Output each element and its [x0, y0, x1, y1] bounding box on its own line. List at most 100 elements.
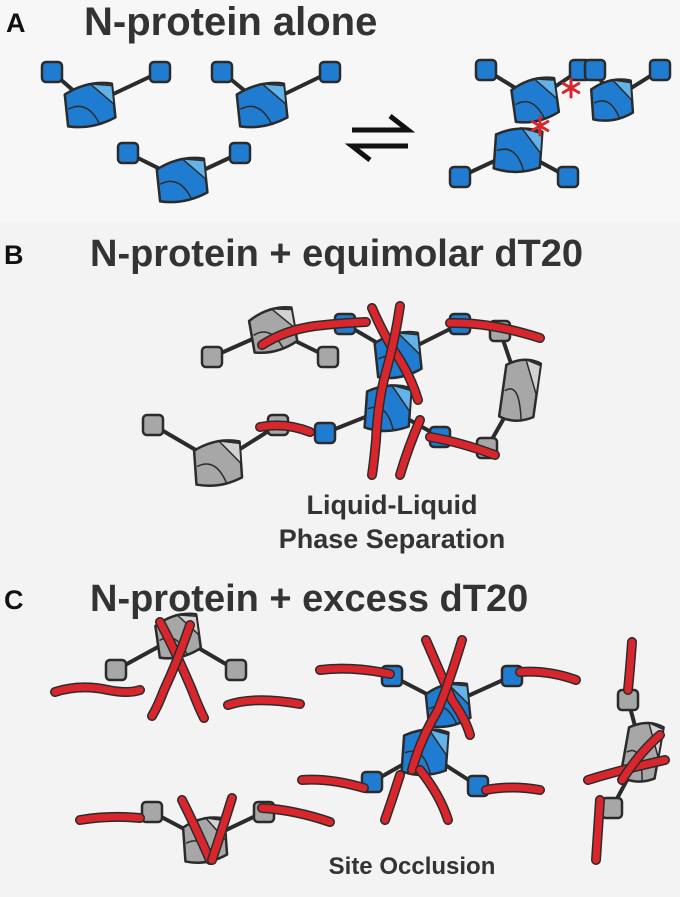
dimerization-core [235, 81, 289, 129]
rna-strand [624, 638, 636, 694]
core-highlight [427, 727, 450, 758]
terminal-domain [104, 658, 128, 682]
panel-c-letter: C [4, 585, 24, 615]
core-fold [239, 105, 272, 124]
core-fold [515, 100, 545, 119]
n-protein-dimer [600, 688, 665, 820]
panel-b-letter: B [4, 240, 24, 270]
caption-line-1: Liquid-Liquid [306, 490, 478, 520]
dimerization-core [63, 81, 117, 129]
panel-b-title: N-protein + equimolar dT20 [90, 233, 584, 275]
rna-strand [422, 636, 474, 739]
terminal-domain [224, 658, 248, 682]
rna-strand [298, 776, 368, 792]
rna-strand [416, 766, 452, 824]
dimerization-core [510, 76, 561, 124]
rna-strand [516, 668, 580, 684]
n-protein-dimer [200, 305, 340, 369]
terminal-domain [316, 345, 340, 369]
core-highlight [259, 82, 288, 107]
panel-a-title: N-protein alone [84, 0, 378, 44]
site-occlusion-caption: Site Occlusion [328, 853, 496, 880]
core-highlight [524, 358, 542, 396]
rna-strand [592, 796, 604, 864]
rna-strand [618, 731, 664, 784]
reverse-arrow [344, 143, 408, 162]
terminal-domain [141, 413, 165, 437]
asterisk-stroke [561, 82, 581, 94]
caption-line-2: Phase Separation [278, 524, 506, 554]
rna-strand [446, 319, 544, 342]
rna-strand [208, 794, 236, 864]
panel-c-art [50, 612, 670, 865]
panel-c-background [0, 574, 680, 897]
n-protein-dimer [475, 319, 543, 460]
rna-strand [426, 433, 499, 459]
terminal-domain [148, 60, 172, 84]
asterisk-icon [561, 77, 581, 99]
dimerization-core [192, 439, 244, 487]
equilibrium-arrows-icon [344, 114, 416, 162]
terminal-domain [648, 58, 672, 82]
core-fold [159, 180, 192, 199]
core-fold [253, 331, 284, 348]
rna-strand [482, 784, 544, 794]
core-fold [593, 100, 620, 118]
core-highlight [269, 308, 297, 330]
n-protein-dimer [40, 60, 172, 129]
terminal-domain [40, 60, 64, 84]
n-protein-dimer [583, 58, 672, 122]
rna-strand [256, 421, 314, 436]
terminal-domain [556, 165, 580, 189]
terminal-domain [318, 60, 342, 84]
terminal-domain [583, 58, 607, 82]
core-fold [504, 388, 522, 420]
rna-strand [224, 696, 304, 709]
core-fold [496, 148, 525, 171]
core-highlight [395, 331, 422, 357]
n-protein-dimer [448, 126, 580, 189]
core-highlight [390, 383, 413, 414]
panel-b-art [141, 301, 545, 487]
rna-strand [148, 621, 194, 720]
rna-strand [76, 813, 144, 824]
n-protein-dimer [474, 58, 592, 124]
dimerization-core [155, 156, 209, 204]
panel-b-background [0, 222, 680, 574]
rna-strand [368, 302, 404, 479]
terminal-domain [140, 800, 164, 824]
terminal-domain [228, 141, 252, 165]
terminal-domain [313, 421, 337, 445]
terminal-domain [474, 58, 498, 82]
rna-strand [368, 304, 422, 404]
panel-c-title: N-protein + excess dT20 [90, 578, 529, 620]
rna-strand [396, 416, 424, 479]
rna-strand [258, 804, 334, 826]
core-highlight [445, 682, 471, 707]
rna-strand [316, 665, 394, 678]
rna-strand [156, 618, 208, 722]
terminal-domain [210, 60, 234, 84]
terminal-domain [200, 345, 224, 369]
asterisk-icon [530, 115, 550, 137]
n-protein-dimer [210, 60, 342, 129]
rna-strand [51, 683, 144, 696]
dimerization-core [363, 383, 413, 433]
phase-separation-caption: Liquid-Liquid Phase Separation [232, 488, 552, 556]
terminal-domain [448, 165, 472, 189]
dimerization-core [589, 78, 635, 122]
core-highlight [87, 82, 116, 107]
core-fold [67, 105, 100, 124]
rna-strand [408, 636, 466, 774]
rna-strand [258, 318, 370, 349]
core-fold [196, 463, 227, 483]
rna-strand [178, 796, 214, 864]
panel-a-letter: A [6, 8, 26, 38]
core-highlight [216, 439, 242, 466]
core-highlight [532, 78, 559, 101]
dimerization-core [497, 358, 543, 422]
core-highlight [610, 78, 633, 103]
terminal-domain [116, 141, 140, 165]
terminal-domain [600, 796, 624, 820]
